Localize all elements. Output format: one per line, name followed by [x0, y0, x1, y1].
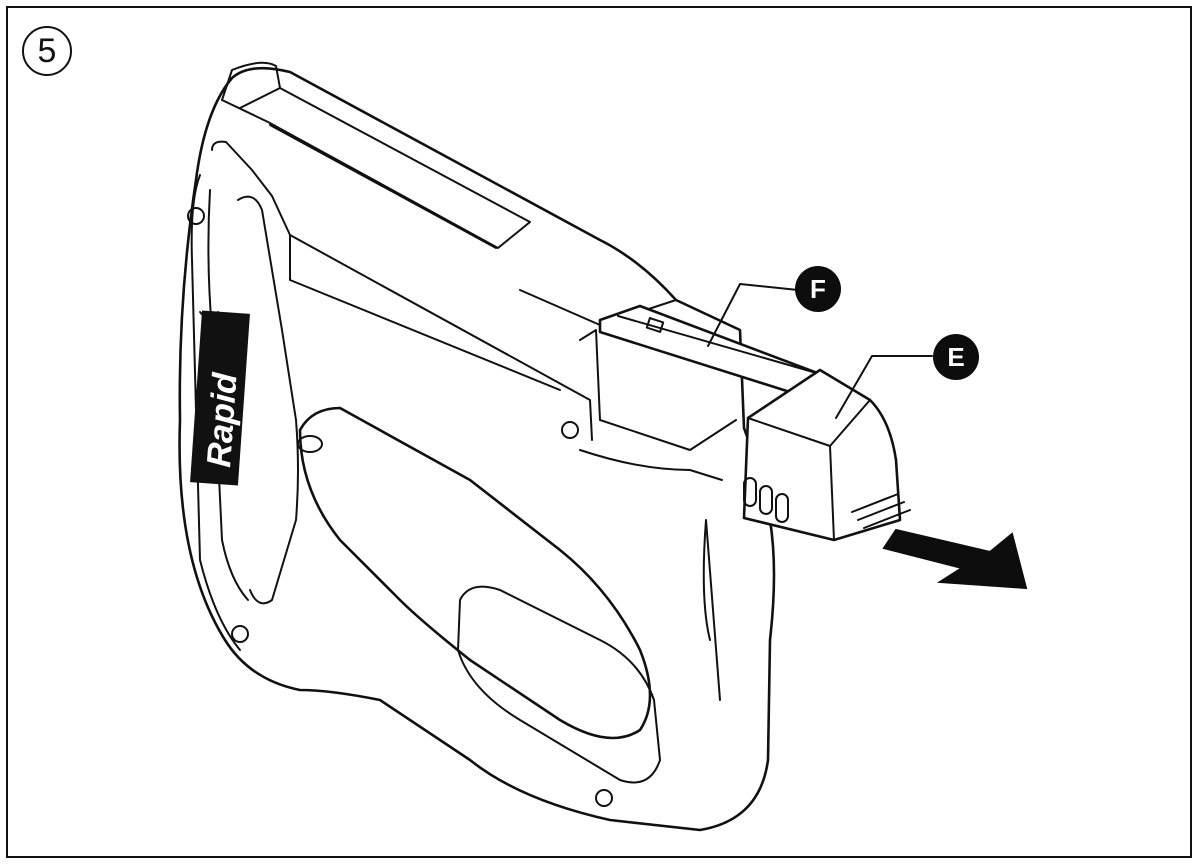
hole-upper-handle: [297, 435, 323, 453]
rail-window: [645, 317, 665, 333]
callout-label-f: F: [795, 266, 841, 312]
pull-direction-arrow: [882, 528, 1028, 590]
body-rear-panel: [190, 174, 241, 651]
end-cap-slot-3: [775, 493, 789, 523]
screw-middle: [561, 421, 579, 439]
brand-logo: Rapid: [190, 310, 250, 486]
body-ridge: [211, 140, 593, 441]
magazine-top-edge: [239, 87, 497, 249]
body-ridge-inner: [289, 234, 561, 391]
handle-cutout: [298, 406, 652, 740]
end-cap-face: [747, 399, 871, 541]
screw-bottom-right: [595, 789, 613, 807]
lower-front-ridge: [579, 449, 723, 481]
step-number-badge: 5: [22, 26, 72, 76]
leader-line-f: [707, 283, 799, 347]
front-lower-edge: [702, 519, 721, 701]
screw-top: [187, 207, 205, 225]
front-housing: [579, 329, 737, 451]
end-cap-slot-2: [759, 485, 773, 515]
end-cap-slot-1: [743, 477, 757, 507]
magazine-top-rail: [221, 61, 531, 249]
brand-logo-text: Rapid: [200, 370, 245, 468]
pull-motion-lines: [851, 493, 911, 529]
callout-label-e-text: E: [947, 341, 965, 372]
grip-pad: [457, 585, 661, 784]
staple-rail-top: [617, 315, 821, 375]
callout-label-f-text: F: [810, 273, 826, 304]
step-number: 5: [37, 32, 57, 70]
callout-label-e: E: [933, 334, 979, 380]
grip-panel: [237, 195, 299, 605]
leader-line-e: [835, 355, 933, 419]
screw-bottom-left: [231, 625, 249, 643]
